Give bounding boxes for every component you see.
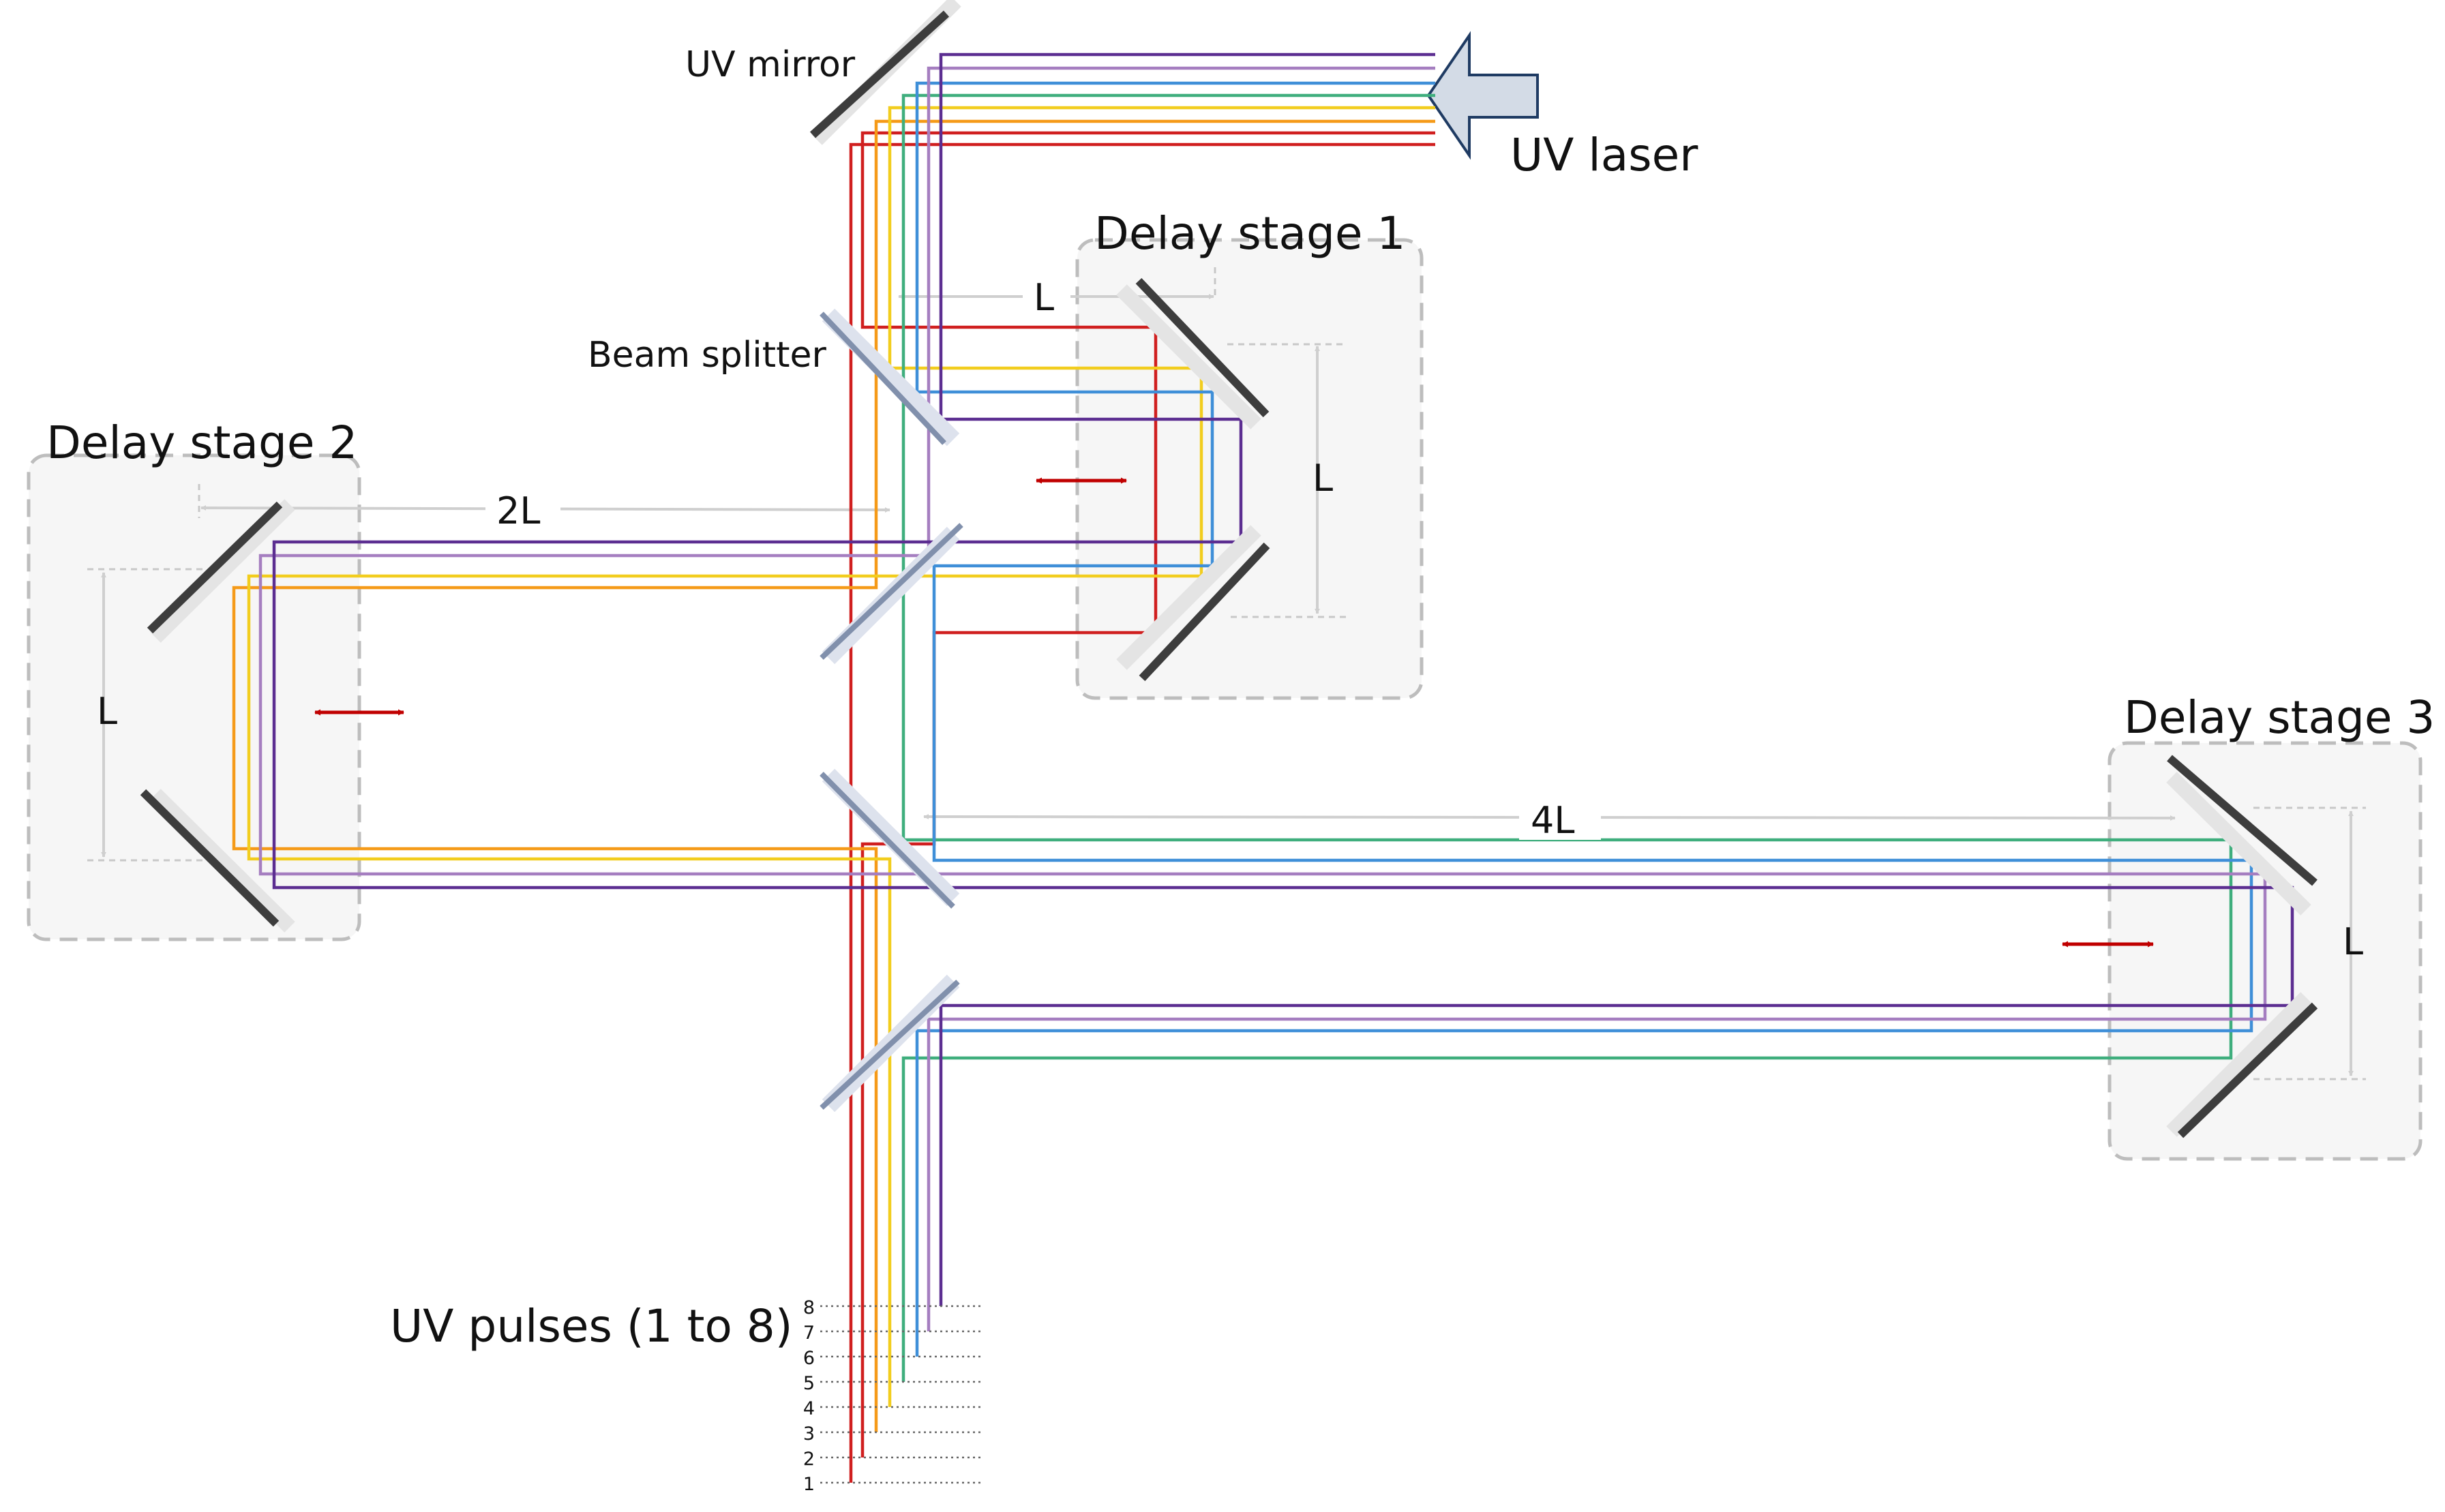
pulse-number-6: 6	[803, 1348, 815, 1369]
beam-splitter-1	[820, 312, 946, 445]
beam-path-7	[258, 66, 2267, 1331]
pulse-number-8: 8	[803, 1297, 815, 1318]
dim-label-L-stage3: L	[2343, 920, 2363, 963]
pulse-number-7: 7	[803, 1322, 815, 1344]
beam-splitter-3	[820, 772, 955, 909]
dim-label-L-stage1: L	[1312, 457, 1333, 500]
dim-label-2L: 2L	[496, 489, 540, 532]
stage1-title: Delay stage 1	[1094, 207, 1405, 260]
mirrors	[140, 0, 2318, 1138]
dim-label-L-top: L	[1034, 276, 1054, 319]
beam-splitter-label: Beam splitter	[588, 335, 826, 376]
pulse-number-5: 5	[803, 1373, 815, 1394]
beam-path-1	[849, 142, 1435, 1483]
beam-splitters	[820, 308, 963, 1113]
beam-splitter-2	[820, 523, 963, 660]
uv-laser-label: UV laser	[1510, 129, 1698, 181]
stage1-bottom-mirror	[1139, 542, 1270, 682]
beam-splitter-4	[820, 980, 960, 1110]
dim-label-L-stage2: L	[97, 690, 117, 733]
pulse-index-guides	[820, 1305, 982, 1484]
uv-mirror-label: UV mirror	[685, 44, 856, 85]
beam-path-8	[272, 52, 2294, 1306]
beam-path-3	[232, 119, 1435, 1432]
stage3-title: Delay stage 3	[2124, 691, 2435, 744]
dim-label-4L: 4L	[1531, 799, 1574, 842]
pulse-numbers: 1 2 3 4 5 6 7 8	[803, 1297, 815, 1495]
dimension-extensions	[87, 267, 2366, 1080]
stage2-top-mirror	[147, 501, 283, 634]
stage3-top-mirror	[2167, 755, 2318, 886]
stage3-bottom-mirror	[2177, 1002, 2318, 1138]
beam-path-6	[915, 81, 2253, 1357]
laser-source-icon	[1426, 31, 1539, 160]
delay-stage-2-box	[27, 453, 361, 941]
stage2-title: Delay stage 2	[46, 417, 357, 469]
stage1-top-mirror	[1135, 277, 1270, 418]
pulse-number-1: 1	[803, 1474, 815, 1495]
pulse-number-3: 3	[803, 1423, 815, 1445]
stage2-bottom-mirror	[140, 789, 280, 927]
uv-mirror	[809, 10, 950, 138]
uv-pulses-label: UV pulses (1 to 8)	[390, 1300, 793, 1352]
delay-stage-1-box	[1075, 238, 1424, 700]
pulse-number-4: 4	[803, 1398, 815, 1419]
pulse-number-2: 2	[803, 1449, 815, 1470]
labels: UV mirror UV laser Beam splitter Delay s…	[46, 44, 2435, 1352]
